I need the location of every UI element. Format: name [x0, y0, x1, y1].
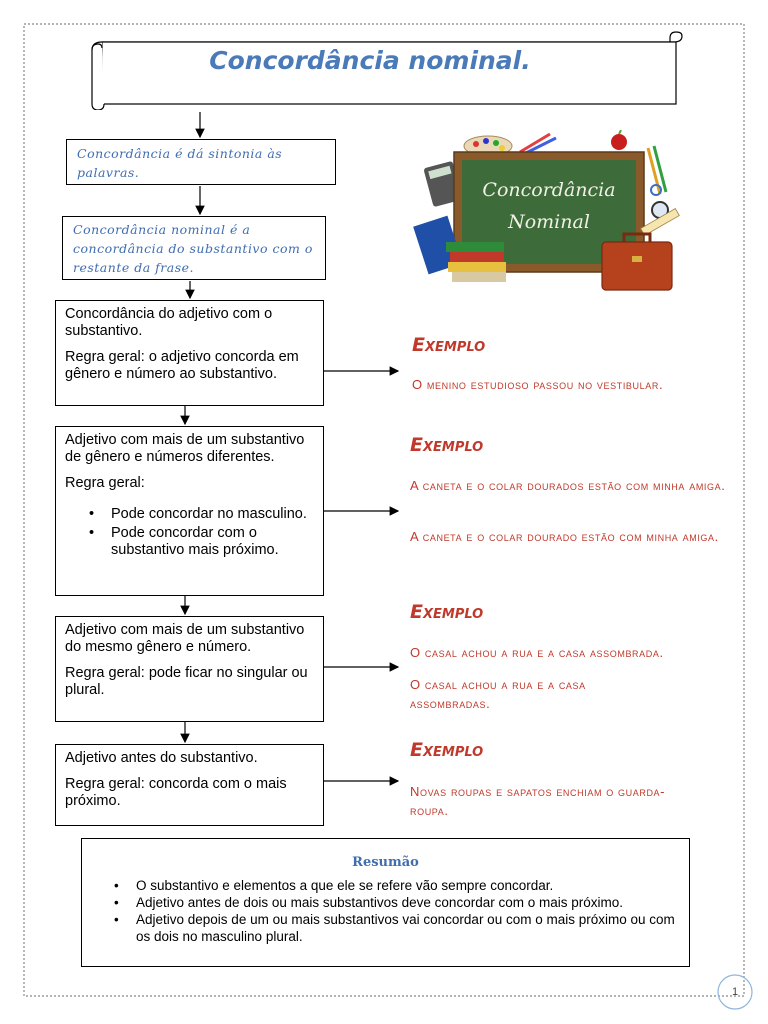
definition-text: Concordância é dá sintonia às palavras.: [77, 146, 283, 180]
rule-box-4: Adjetivo antes do substantivo. Regra ger…: [55, 744, 324, 826]
rule-2-line-1: Adjetivo com mais de um substantivo de g…: [65, 432, 305, 465]
summary-item-1: O substantivo e elementos a que ele se r…: [114, 877, 679, 894]
page-title: Concordância nominal.: [209, 46, 531, 75]
example-title-4: Exemplo: [410, 739, 484, 761]
summary-list: O substantivo e elementos a que ele se r…: [114, 877, 679, 945]
rule-box-2: Adjetivo com mais de um substantivo de g…: [55, 426, 324, 596]
summary-item-3: Adjetivo depois de um ou mais substantiv…: [114, 911, 679, 945]
page-number-text: 1: [731, 986, 739, 998]
rule-2-bullet-1: Pode concordar no masculino.: [89, 506, 314, 523]
summary-box: Resumão O substantivo e elementos a que …: [81, 838, 690, 967]
rule-2-bullets: Pode concordar no masculino. Pode concor…: [89, 506, 314, 559]
rule-2-line-2: Regra geral:: [65, 475, 145, 491]
summary-title: Resumão: [352, 855, 419, 870]
rule-box-3: Adjetivo com mais de um substantivo do m…: [55, 616, 324, 722]
example-2-sentence-1: A caneta e o colar dourados estão com mi…: [410, 478, 726, 493]
rule-3-line-1: Adjetivo com mais de um substantivo do m…: [65, 622, 305, 655]
chalkboard-illustration: Concordância Nominal: [410, 130, 700, 300]
rule-2-bullet-2: Pode concordar com o substantivo mais pr…: [89, 525, 314, 559]
title-banner: [84, 30, 684, 110]
rule-3-line-2: Regra geral: pode ficar no singular ou p…: [65, 665, 308, 698]
rule-1-line-1: Concordância do adjetivo com o substanti…: [65, 306, 273, 339]
example-3-sentence-1: O casal achou a rua e a casa assombrada.: [410, 645, 664, 660]
nominal-definition-text: Concordância nominal é a concordância do…: [73, 222, 313, 275]
page-number: 1: [712, 966, 758, 1012]
summary-item-2: Adjetivo antes de dois ou mais substanti…: [114, 894, 679, 911]
chalkboard-line-2: Nominal: [507, 211, 590, 233]
example-2-sentence-2: A caneta e o colar dourado estão com min…: [410, 529, 719, 544]
example-1-sentence-1: O menino estudioso passou no vestibular.: [412, 377, 664, 392]
example-title-3: Exemplo: [410, 601, 484, 623]
example-title-1: Exemplo: [412, 334, 486, 356]
rule-4-line-1: Adjetivo antes do substantivo.: [65, 750, 258, 766]
example-3-sentence-2: O casal achou a rua e a casa assombradas…: [410, 677, 586, 711]
example-title-2: Exemplo: [410, 434, 484, 456]
chalkboard-line-1: Concordância: [482, 179, 615, 201]
rule-1-line-2: Regra geral: o adjetivo concorda em gêne…: [65, 349, 299, 382]
example-4-sentence-1: Novas roupas e sapatos enchiam o guarda-…: [410, 784, 666, 818]
nominal-definition-box: Concordância nominal é a concordância do…: [62, 216, 326, 280]
definition-box: Concordância é dá sintonia às palavras.: [66, 139, 336, 185]
rule-box-1: Concordância do adjetivo com o substanti…: [55, 300, 324, 406]
page-border: [22, 22, 746, 998]
rule-4-line-2: Regra geral: concorda com o mais próximo…: [65, 776, 287, 809]
